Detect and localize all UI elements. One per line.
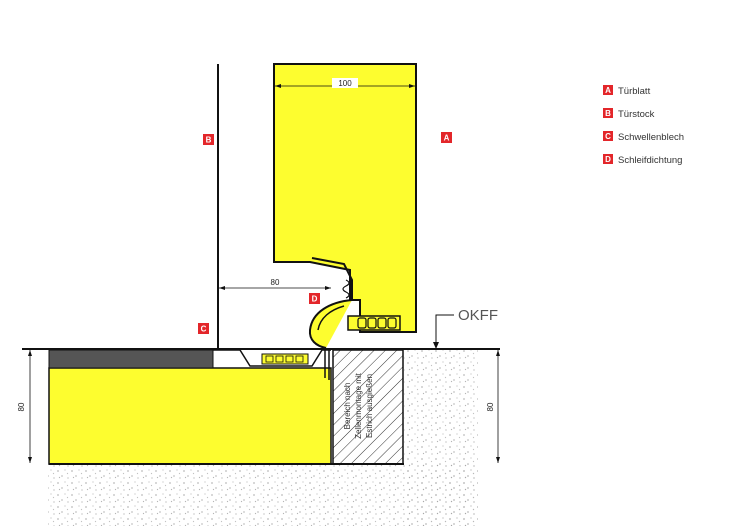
svg-text:A: A: [605, 86, 611, 95]
seal-strip: [347, 315, 401, 331]
right-floor-concrete: [404, 350, 478, 526]
door-leaf: [273, 63, 417, 333]
svg-text:D: D: [605, 155, 611, 164]
seal-bracket: [311, 257, 353, 300]
tag-frame: B: [203, 134, 214, 145]
okff-label: OKFF: [458, 307, 498, 324]
grout-note-line-2: Zellenmontage mit: [354, 372, 363, 439]
svg-text:B: B: [206, 136, 212, 145]
okff-leader: [435, 314, 454, 349]
floor-covering: [48, 349, 214, 369]
svg-text:A: A: [444, 134, 450, 143]
dim-left-height: 80: [17, 402, 26, 411]
dim-frame-gap: 80: [271, 278, 280, 287]
legend-item-c: C Schwellenblech: [603, 131, 684, 143]
legend-item-d: D Schleifdichtung: [603, 154, 682, 166]
legend-label-b: Türstock: [618, 109, 655, 120]
grout-note-line-3: Estrich ausgießen: [365, 374, 374, 438]
dim-door-width: 100: [338, 79, 352, 88]
tag-door-leaf: A: [441, 132, 452, 143]
grout-area: [332, 349, 404, 465]
threshold-insert: [261, 353, 309, 365]
threshold-profile: [213, 349, 331, 367]
tag-seal: D: [309, 293, 320, 304]
grout-note-line-1: Bereich nach: [343, 383, 352, 430]
legend-item-b: B Türstock: [603, 108, 655, 120]
svg-text:D: D: [312, 295, 318, 304]
dim-right-height: 80: [486, 402, 495, 411]
svg-text:C: C: [201, 325, 207, 334]
svg-text:B: B: [605, 109, 611, 118]
legend-label-a: Türblatt: [618, 86, 651, 97]
svg-text:C: C: [605, 132, 611, 141]
screed-fill: [48, 367, 332, 465]
legend-label-d: Schleifdichtung: [618, 155, 682, 166]
tag-threshold-plate: C: [198, 323, 209, 334]
legend-item-a: A Türblatt: [603, 85, 651, 97]
legend-label-c: Schwellenblech: [618, 132, 684, 143]
legend: A Türblatt B Türstock C Schwellenblech D…: [603, 85, 684, 166]
seal-curve: [308, 299, 353, 349]
